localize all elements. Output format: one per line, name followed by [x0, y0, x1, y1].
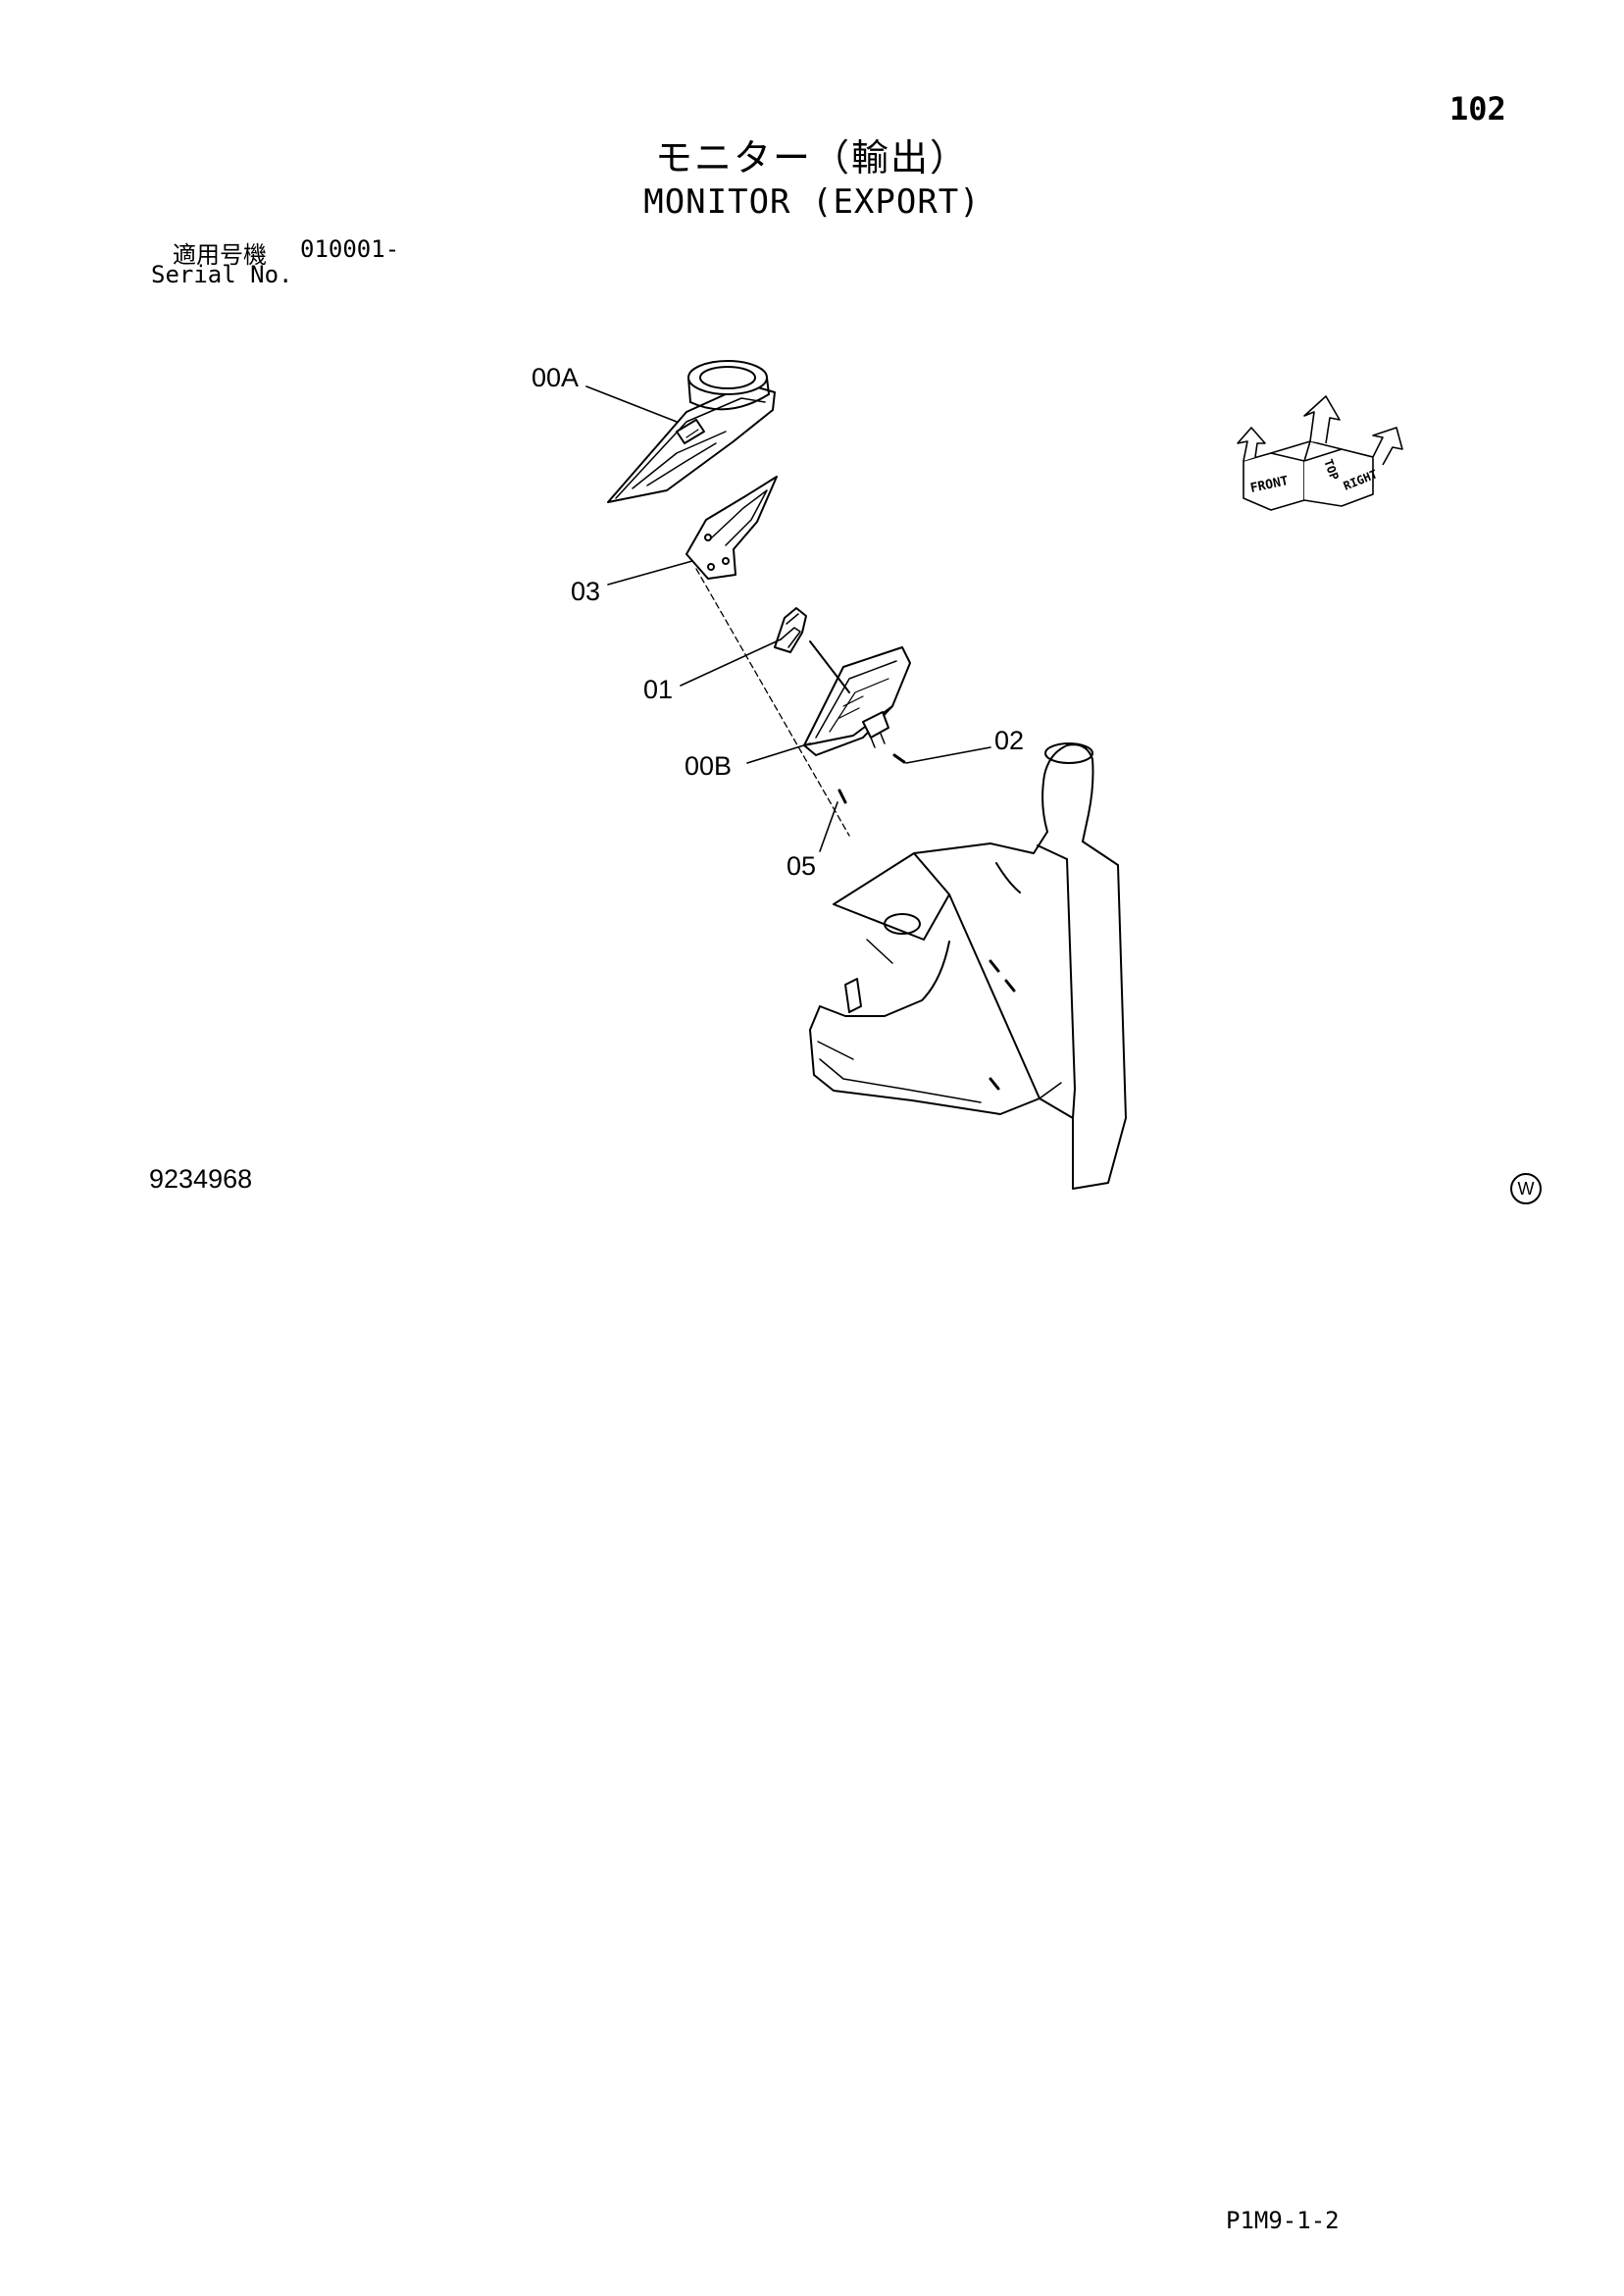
serial-label-japanese: 適用号機	[173, 241, 267, 269]
leader-03	[607, 560, 693, 586]
part-00b-monitor	[803, 640, 911, 756]
part-03-plate	[685, 476, 778, 580]
leader-00a	[585, 385, 678, 423]
callout-01: 01	[643, 675, 673, 704]
orientation-cube-icon: FRONT TOP RIGHT	[1237, 395, 1403, 511]
callout-02: 02	[994, 726, 1024, 755]
serial-number-value: 010001-	[300, 235, 400, 263]
page-title-english: MONITOR (EXPORT)	[643, 182, 981, 222]
figure-number: 9234968	[149, 1164, 253, 1194]
callout-00a: 00A	[532, 363, 579, 392]
footer-code: P1M9-1-2	[1226, 2207, 1340, 2234]
callout-03: 03	[571, 577, 600, 606]
leader-05	[819, 801, 838, 852]
part-05-screw	[837, 789, 847, 804]
circled-w-mark: W	[1510, 1173, 1542, 1204]
page-title-japanese: モニター（輸出）	[654, 136, 969, 179]
part-00a-bracket	[607, 360, 776, 503]
leader-01	[680, 638, 782, 687]
console-frame	[809, 742, 1127, 1190]
page-number: 102	[1449, 90, 1506, 128]
leader-02	[905, 746, 991, 764]
serial-label-english: Serial No.	[151, 261, 293, 288]
part-02-screw	[892, 753, 906, 764]
callout-00b: 00B	[685, 751, 732, 781]
leader-00b	[746, 742, 811, 764]
orientation-top-label: TOP	[1321, 457, 1342, 482]
callout-05: 05	[787, 851, 816, 881]
part-01-clip	[774, 607, 807, 653]
